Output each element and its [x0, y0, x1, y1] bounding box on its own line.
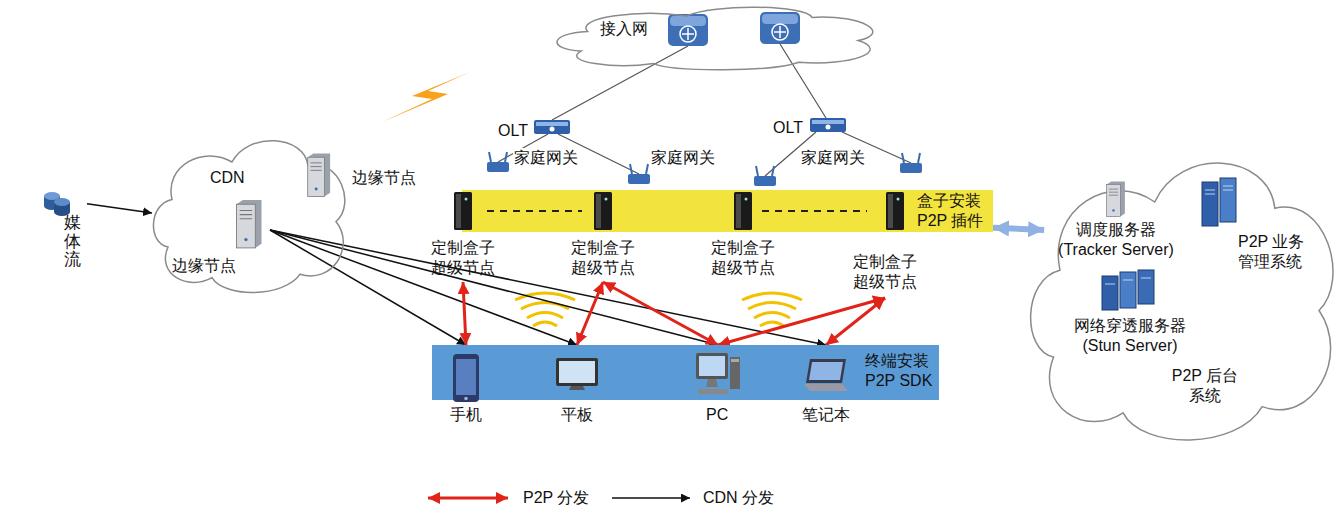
set-top-box-band: 盒子安装 P2P 插件定制盒子 超级节点定制盒子 超级节点定制盒子 超级节点定制… — [462, 190, 993, 232]
legend-text: CDN 分发 — [702, 488, 775, 508]
p2p-arrow — [718, 298, 885, 345]
laptop-device: 笔记本 — [798, 345, 854, 427]
cdn-arrow — [87, 204, 152, 213]
node-label: 媒体流 — [64, 214, 81, 270]
phone-device: 手机 — [446, 345, 486, 427]
terminal-band: 终端安装 P2P SDK手机平板PC笔记本 — [432, 345, 939, 400]
network-label: 家庭网关 — [513, 148, 579, 168]
node-label: 笔记本 — [802, 405, 850, 425]
network-label: OLT — [497, 121, 529, 141]
p2p-arrow — [463, 282, 466, 345]
node-label: 接入网 — [600, 19, 648, 39]
p2p-arrow — [577, 282, 603, 345]
pc-device: PC — [692, 345, 744, 427]
node-label: 盒子安装 P2P 插件 — [917, 191, 989, 231]
gateway-icon — [628, 164, 650, 184]
network-label: 家庭网关 — [800, 148, 866, 168]
node-label: 终端安装 P2P SDK — [865, 351, 935, 391]
tracker-server: 调度服务器 (Tracker Server) — [1050, 180, 1182, 266]
network-label-holder: OLT — [772, 118, 804, 138]
edge-node: 边缘节点 — [300, 150, 418, 202]
cdn-cloud: CDN边缘节点边缘节点 — [148, 128, 348, 298]
stun-server: 网络穿透服务器 (Stun Server) — [1060, 268, 1200, 358]
olt-icon — [534, 120, 570, 134]
super-node-box: 定制盒子 超级节点 — [705, 190, 781, 282]
p2p-arrow — [826, 298, 885, 345]
p2p-backend-cloud: P2P 后台 系统 调度服务器 (Tracker Server) P2P 业务 管理… — [1022, 140, 1338, 450]
cloud-shape — [1022, 140, 1338, 450]
legend-text: P2P 分发 — [522, 488, 590, 508]
network-label-holder: 家庭网关 — [800, 148, 866, 168]
router-icon — [760, 12, 800, 44]
gateway-icon — [487, 152, 509, 172]
node-label: 调度服务器 (Tracker Server) — [1054, 220, 1178, 260]
p2p-arrow — [603, 282, 718, 345]
node-label: 网络穿透服务器 (Stun Server) — [1062, 316, 1198, 356]
network-label: OLT — [772, 118, 804, 138]
node-label: P2P 业务 管理系统 — [1238, 232, 1306, 272]
network-label-holder: 家庭网关 — [513, 148, 579, 168]
node-label: 手机 — [450, 405, 482, 425]
router-icon — [668, 14, 708, 46]
backend-link-arrow — [993, 228, 1044, 230]
cdn-arrow — [270, 230, 577, 345]
cdn-arrow — [270, 230, 826, 345]
band-shape — [462, 190, 993, 232]
network-label: 家庭网关 — [650, 148, 716, 168]
super-node-box: 定制盒子 超级节点 — [425, 190, 501, 282]
edge-node: 边缘节点 — [165, 198, 270, 278]
node-label: P2P 后台 系统 — [1165, 366, 1245, 406]
node-label: 定制盒子 超级节点 — [849, 252, 921, 292]
node-label: 边缘节点 — [352, 168, 416, 188]
legend-cdn-sample — [612, 497, 690, 499]
legend-text-holder: P2P 分发 — [522, 488, 590, 508]
node-label: 定制盒子 超级节点 — [567, 238, 639, 278]
cloud-shape — [548, 2, 878, 72]
wireless-waves — [742, 293, 802, 326]
access-network-cloud: 接入网 — [548, 2, 878, 72]
media-stream: 媒体流 — [42, 188, 87, 280]
super-node-box: 定制盒子 超级节点 — [565, 190, 641, 282]
node-label: 边缘节点 — [172, 256, 236, 276]
super-node-box: 定制盒子 超级节点 — [845, 190, 925, 298]
gateway-icon — [900, 153, 922, 173]
network-label-holder: OLT — [497, 121, 529, 141]
node-label: 平板 — [561, 405, 593, 425]
cdn-arrow — [270, 230, 718, 345]
node-label: 定制盒子 超级节点 — [707, 238, 779, 278]
legend-text-holder: CDN 分发 — [702, 488, 775, 508]
network-wires — [498, 44, 911, 176]
band-shape — [432, 345, 939, 400]
olt-icon — [810, 118, 846, 132]
node-label: 定制盒子 超级节点 — [427, 238, 499, 278]
tablet-device: 平板 — [552, 345, 602, 427]
node-label: CDN — [210, 168, 245, 188]
gateway-icon — [754, 166, 776, 186]
network-label-holder: 家庭网关 — [650, 148, 716, 168]
wireless-link-bolt — [382, 72, 470, 122]
node-label: PC — [706, 405, 728, 425]
management-system: P2P 业务 管理系统 — [1196, 176, 1308, 280]
wireless-waves — [515, 293, 575, 326]
legend-p2p-sample — [428, 497, 508, 500]
